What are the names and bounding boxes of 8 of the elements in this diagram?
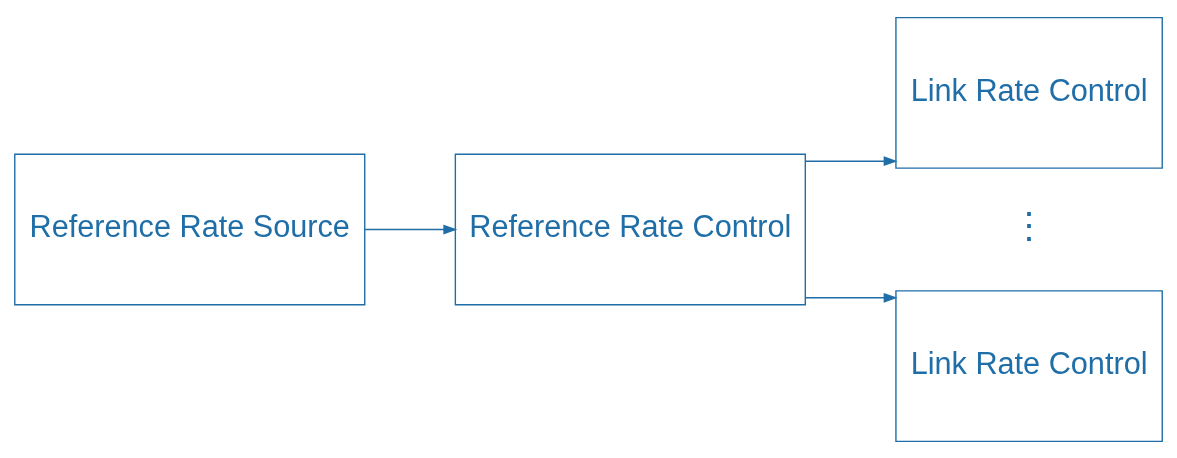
arrow xyxy=(805,155,898,166)
node-box: Link Rate Control xyxy=(895,16,1163,169)
node-box: Reference Rate Source xyxy=(14,153,366,305)
node-box: Link Rate Control xyxy=(895,289,1163,442)
arrow xyxy=(364,224,458,234)
arrow xyxy=(805,292,898,303)
label: ⋮ xyxy=(1011,204,1048,246)
node-box: Reference Rate Control xyxy=(454,153,806,305)
